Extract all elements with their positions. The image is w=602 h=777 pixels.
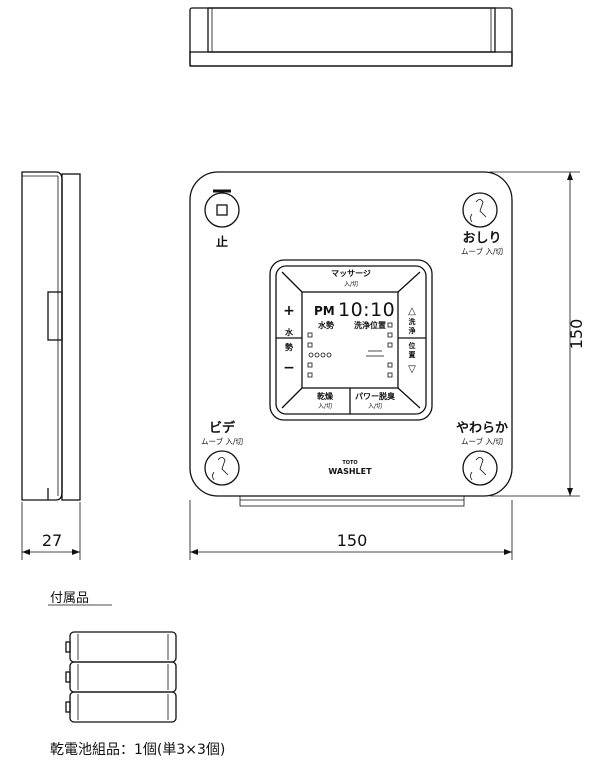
brand-name-label: WASHLET xyxy=(328,467,372,476)
position-down-symbol: ▽ xyxy=(408,364,416,375)
power-deodorize-sub-label: 入/切 xyxy=(368,403,382,410)
display-ampm: PM xyxy=(314,304,335,318)
display-indicators xyxy=(307,322,393,378)
accessories-heading: 付属品 xyxy=(50,591,89,606)
display-left-label: 水勢 xyxy=(317,320,334,330)
minus-symbol: − xyxy=(283,360,295,376)
depth-dimension-label: 27 xyxy=(42,531,62,550)
top-view xyxy=(189,7,513,67)
dry-sub-label: 入/切 xyxy=(318,403,332,410)
position-char-1: 洗 xyxy=(409,317,416,326)
oshiri-button[interactable] xyxy=(462,192,498,228)
oshiri-sub-label: ムーブ 入/切 xyxy=(461,246,503,256)
massage-sub-label: 入/切 xyxy=(344,281,358,288)
position-char-4: 置 xyxy=(409,350,416,359)
width-dimension xyxy=(189,500,513,560)
position-char-3: 位 xyxy=(409,341,416,350)
power-deodorize-label: パワー脱臭 xyxy=(355,391,395,401)
soft-sub-label: ムーブ 入/切 xyxy=(461,436,503,446)
bidet-label: ビデ xyxy=(209,420,236,436)
stop-button[interactable] xyxy=(204,189,240,228)
dry-label: 乾燥 xyxy=(317,391,334,401)
position-up-symbol: △ xyxy=(408,306,416,317)
massage-label: マッサージ xyxy=(331,269,371,278)
side-view xyxy=(21,171,81,501)
display-right-label: 洗浄位置 xyxy=(354,320,386,330)
water-pressure-char-1: 水 xyxy=(284,327,294,337)
depth-dimension xyxy=(21,502,81,560)
width-dimension-label: 150 xyxy=(337,531,368,550)
bidet-sub-label: ムーブ 入/切 xyxy=(201,436,243,446)
battery-description: 乾電池組品：1個(単3×3個) xyxy=(50,742,225,758)
brand-small-label: TOTO xyxy=(342,460,357,466)
oshiri-label: おしり xyxy=(462,231,501,246)
plus-symbol: + xyxy=(283,303,295,319)
soft-button[interactable] xyxy=(462,450,498,486)
height-dimension-label: 150 xyxy=(567,319,586,350)
position-char-2: 浄 xyxy=(409,326,416,335)
height-dimension xyxy=(490,171,580,497)
display-time: 10:10 xyxy=(338,299,395,321)
water-pressure-char-2: 勢 xyxy=(285,342,293,352)
control-pad xyxy=(269,259,433,421)
stop-label: 止 xyxy=(216,234,228,249)
remote-body xyxy=(189,171,513,507)
bidet-button[interactable] xyxy=(204,450,240,486)
soft-label: やわらか xyxy=(456,421,508,436)
battery-pack xyxy=(65,631,177,723)
